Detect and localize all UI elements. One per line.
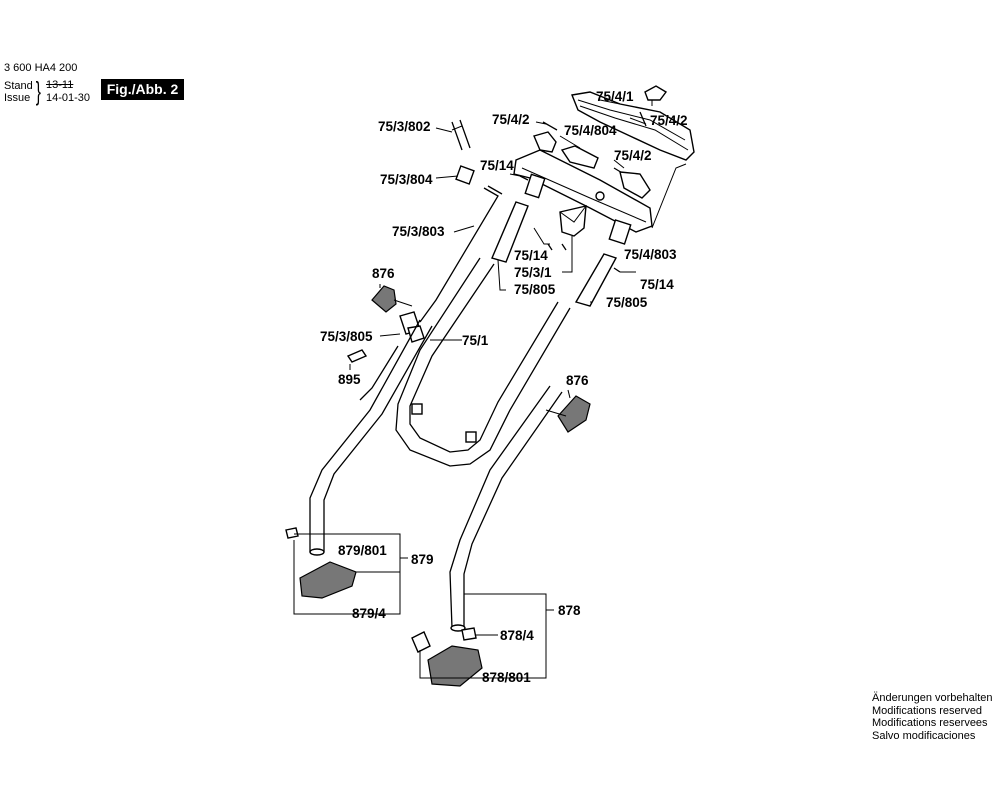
part-number: 3 600 HA4 200 xyxy=(4,62,78,74)
callout-878-801: 878/801 xyxy=(482,670,531,685)
notice-de: Änderungen vorbehalten xyxy=(872,692,993,704)
foot-cover-878-801 xyxy=(411,631,483,687)
callout-876-right: 876 xyxy=(566,373,589,388)
modification-notice: Änderungen vorbehalten Modifications res… xyxy=(872,692,992,742)
cable-lower xyxy=(359,345,399,401)
foot-cover-879-4 xyxy=(299,561,357,599)
callout-75-3-805: 75/3/805 xyxy=(320,329,373,344)
screw-75-14-c xyxy=(613,267,621,273)
cable-end-fork xyxy=(451,119,471,151)
handle-housing xyxy=(513,149,653,245)
callout-75-4-2-mid: 75/4/2 xyxy=(614,148,652,163)
callout-75-14-right: 75/14 xyxy=(640,277,674,292)
tube-plug-right xyxy=(465,431,477,443)
bolt-895 xyxy=(346,349,368,363)
switch-lever xyxy=(533,131,651,199)
callout-75-4-1: 75/4/1 xyxy=(596,89,634,104)
pin-75-4-2-left xyxy=(542,121,558,131)
stand-label: Stand xyxy=(4,80,33,92)
issue-date: 14-01-30 xyxy=(46,92,91,104)
stand-date: 13-11 xyxy=(46,79,74,91)
cable-guide xyxy=(559,205,587,237)
callout-75-14-mid: 75/14 xyxy=(514,248,548,263)
tube-plug-left xyxy=(411,403,423,415)
callout-879: 879 xyxy=(411,552,434,567)
handle-top-cover xyxy=(571,91,695,161)
callout-879-4: 879/4 xyxy=(352,606,386,621)
callout-75-4-804: 75/4/804 xyxy=(564,123,617,138)
screw-75-14-top xyxy=(519,175,529,181)
bowden-cable xyxy=(419,185,503,323)
callout-878: 878 xyxy=(558,603,581,618)
lower-tube-left xyxy=(309,319,433,556)
callout-895: 895 xyxy=(338,372,361,387)
callout-75-4-2-top: 75/4/2 xyxy=(650,113,688,128)
callout-75-3-803: 75/3/803 xyxy=(392,224,445,239)
clamping-knob-right xyxy=(545,395,591,433)
notice-es: Salvo modificaciones xyxy=(872,729,976,742)
callout-75-3-1: 75/3/1 xyxy=(514,265,552,280)
screw-878-4 xyxy=(461,627,477,641)
upper-handle-tube xyxy=(395,257,571,467)
callout-75-805-right: 75/805 xyxy=(606,295,648,310)
callout-878-4: 878/4 xyxy=(500,628,534,643)
lower-tube-right xyxy=(449,385,563,632)
issue-label: Issue xyxy=(4,92,31,104)
callout-75-4-803: 75/4/803 xyxy=(624,247,677,262)
leader-lines xyxy=(293,99,687,679)
callout-75-4-2-left: 75/4/2 xyxy=(492,112,530,127)
sleeve-75-805-b xyxy=(574,253,618,307)
figure-label: Fig./Abb. 2 xyxy=(101,79,184,100)
callout-879-801: 879/801 xyxy=(338,543,387,558)
callout-75-805-left: 75/805 xyxy=(514,282,556,297)
sleeve-75-805-a xyxy=(491,201,529,263)
callout-876-left: 876 xyxy=(372,266,395,281)
screw-75-14-a xyxy=(547,243,553,251)
notice-fr: Modifications reservees xyxy=(872,717,988,729)
handle-button xyxy=(644,85,668,106)
screw-75-14-b xyxy=(561,243,567,251)
notice-en: Modifications reserved xyxy=(872,704,983,717)
callout-75-1: 75/1 xyxy=(462,333,489,348)
clamping-knob-left xyxy=(371,285,413,313)
callout-75-14-top: 75/14 xyxy=(480,158,514,173)
cable-clamp-block xyxy=(399,311,425,343)
screw-879-801 xyxy=(285,527,299,539)
cable-clamp xyxy=(455,165,475,185)
callout-75-3-802: 75/3/802 xyxy=(378,119,431,134)
brace-glyph: } xyxy=(35,76,41,106)
callout-75-3-804: 75/3/804 xyxy=(380,172,433,187)
